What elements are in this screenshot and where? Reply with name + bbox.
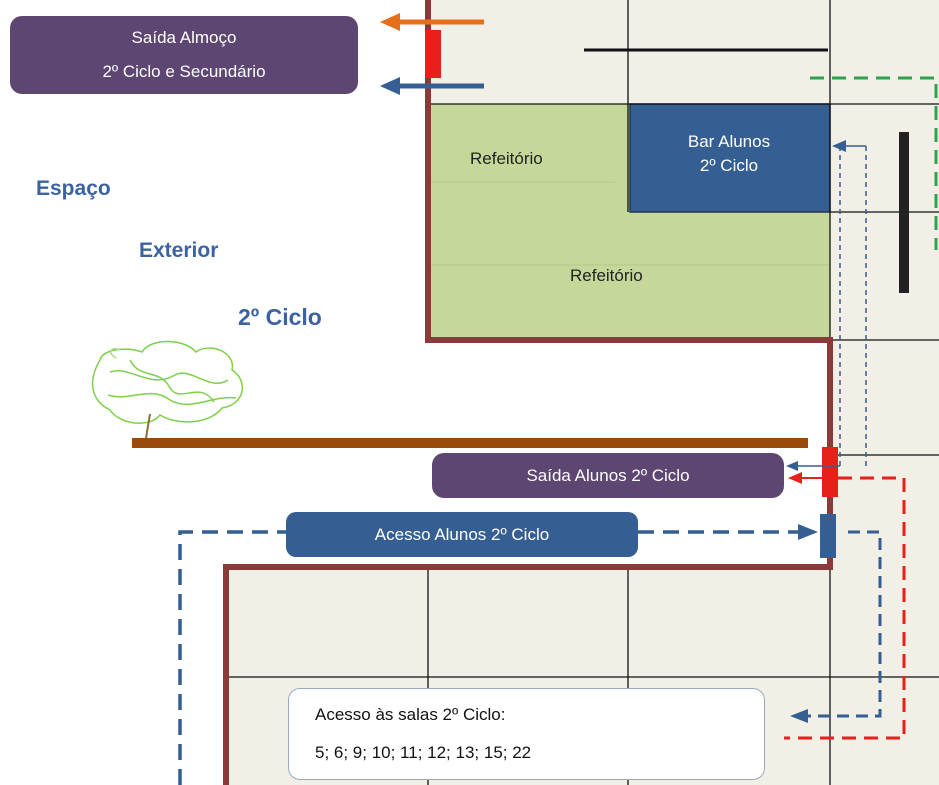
bar-label-line1: Bar Alunos <box>687 132 771 151</box>
tree-icon <box>91 340 244 439</box>
orange-arrow-head <box>380 13 400 31</box>
access-students-marker <box>820 514 836 558</box>
rooms-access-label: Acesso às salas 2º Ciclo: 5; 6; 9; 10; 1… <box>288 688 765 780</box>
blue-arrow-head <box>380 77 400 95</box>
bar-label-line2: 2º Ciclo <box>699 156 759 175</box>
blue-dashed-path <box>178 530 286 785</box>
exit-lunch-label: Saída Almoço 2º Ciclo e Secundário <box>10 16 358 94</box>
access-students-label: Acesso Alunos 2º Ciclo <box>286 512 638 557</box>
blue-arrow-head <box>786 461 798 471</box>
red-arrow-head <box>788 472 802 484</box>
exit-lunch-line1: Saída Almoço <box>131 28 237 47</box>
outdoor-label-line1: Espaço <box>36 177 111 200</box>
red-dashed-path <box>784 476 906 740</box>
bar-area <box>629 103 831 213</box>
outdoor-label-line3: 2º Ciclo <box>238 304 322 330</box>
exit-lunch-line2: 2º Ciclo e Secundário <box>102 62 266 81</box>
outdoor-label-line2: Exterior <box>139 239 219 262</box>
exit-lunch-marker <box>425 30 441 78</box>
canteen-small-label: Refeitório <box>470 149 543 168</box>
rooms-access-title: Acesso às salas 2º Ciclo: <box>315 705 506 724</box>
exit-students-label: Saída Alunos 2º Ciclo <box>432 453 784 498</box>
bar-label: Bar Alunos 2º Ciclo <box>630 130 828 178</box>
exit-students-marker <box>822 447 838 497</box>
blue-arrow-head <box>790 709 808 723</box>
blue-arrow-head <box>832 140 846 152</box>
blue-path-to-rooms <box>808 530 882 718</box>
blue-arrow-head <box>798 524 818 540</box>
canteen-large-label: Refeitório <box>570 266 643 285</box>
rooms-access-list: 5; 6; 9; 10; 11; 12; 13; 15; 22 <box>315 743 532 762</box>
